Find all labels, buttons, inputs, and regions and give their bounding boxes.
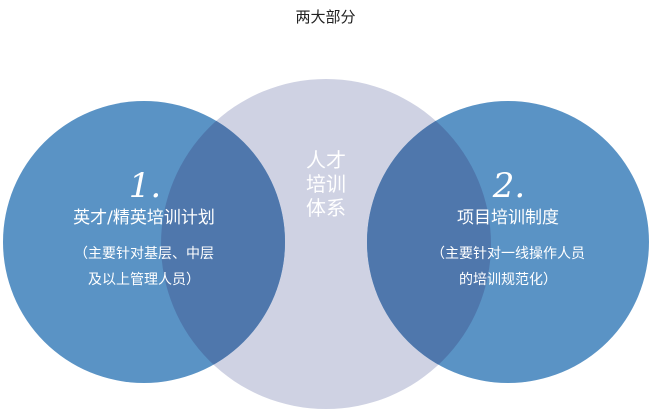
right-note-line1: （主要针对一线操作人员 <box>431 246 585 262</box>
right-number: 2. <box>492 166 526 206</box>
right-heading: 项目培训制度 <box>457 208 559 228</box>
left-overlap <box>161 101 285 383</box>
left-heading: 英才/精英培训计划 <box>73 208 215 228</box>
left-number: 1. <box>128 166 162 206</box>
right-overlap <box>367 101 491 383</box>
left-note-line2: 及以上管理人员） <box>88 272 200 288</box>
center-label: 人才培训体系 <box>306 148 346 220</box>
diagram-title: 两大部分 <box>295 8 356 26</box>
left-note-line1: （主要针对基层、中层 <box>74 246 214 262</box>
right-note-line2: 的培训规范化） <box>459 272 557 288</box>
